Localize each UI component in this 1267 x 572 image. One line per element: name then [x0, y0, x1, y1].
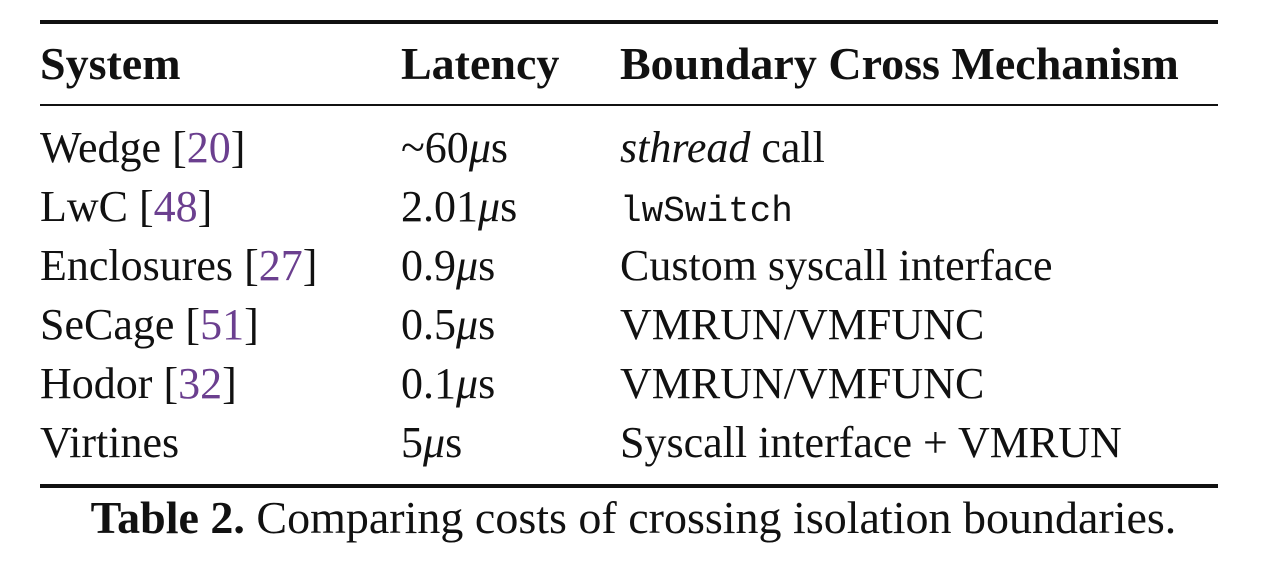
citation-number[interactable]: 20	[186, 123, 231, 172]
latency-value: 5	[401, 418, 423, 467]
header-mechanism: Boundary Cross Mechanism	[620, 38, 1179, 89]
cell-mechanism: Syscall interface + VMRUN	[620, 415, 1122, 471]
latency-unit-s: s	[478, 241, 496, 290]
caption-label: Table 2.	[90, 492, 245, 543]
table-header-row: System Latency Boundary Cross Mechanism	[40, 36, 1218, 96]
mechanism-main: Syscall interface + VMRUN	[620, 418, 1122, 467]
latency-unit-mu: μ	[456, 300, 479, 349]
citation[interactable]: [27]	[244, 241, 318, 290]
system-name: Virtines	[40, 418, 180, 467]
latency-unit-mu: μ	[468, 123, 491, 172]
cell-system: SeCage [51]	[40, 297, 259, 353]
mechanism-main: VMRUN/VMFUNC	[620, 359, 985, 408]
cell-latency: 5μs	[401, 415, 462, 471]
latency-unit-mu: μ	[456, 241, 479, 290]
latency-value: 0.5	[401, 300, 456, 349]
system-name: Wedge	[40, 123, 162, 172]
citation-number[interactable]: 51	[200, 300, 245, 349]
latency-unit-s: s	[478, 300, 496, 349]
table-row: Virtines 5μs Syscall interface + VMRUN	[40, 415, 1218, 474]
latency-unit-mu: μ	[423, 418, 446, 467]
citation[interactable]: [20]	[172, 123, 246, 172]
citation[interactable]: [32]	[163, 359, 237, 408]
table-row: SeCage [51] 0.5μs VMRUN/VMFUNC	[40, 297, 1218, 356]
table-top-rule	[40, 20, 1218, 24]
citation[interactable]: [51]	[185, 300, 259, 349]
latency-unit-mu: μ	[456, 359, 479, 408]
cell-latency: 2.01μs	[401, 179, 517, 235]
cell-mechanism: VMRUN/VMFUNC	[620, 356, 984, 412]
latency-unit-s: s	[478, 359, 496, 408]
latency-value: ~60	[401, 123, 469, 172]
caption-text: Comparing costs of crossing isolation bo…	[244, 492, 1177, 543]
citation-number[interactable]: 32	[178, 359, 223, 408]
cell-system: Virtines	[40, 415, 179, 471]
cell-system: Wedge [20]	[40, 120, 245, 176]
system-name: Enclosures	[40, 241, 234, 290]
mechanism-rest: call	[750, 123, 825, 172]
cell-system: Hodor [32]	[40, 356, 237, 412]
cell-mechanism: Custom syscall interface	[620, 238, 1053, 294]
citation-number[interactable]: 27	[258, 241, 303, 290]
cell-mechanism: sthread call	[620, 120, 825, 176]
cell-latency: ~60μs	[401, 120, 508, 176]
table-row: LwC [48] 2.01μs lwSwitch	[40, 179, 1218, 238]
mechanism-main: lwSwitch	[620, 191, 793, 232]
cell-latency: 0.1μs	[401, 356, 495, 412]
citation[interactable]: [48]	[139, 182, 213, 231]
cell-system: Enclosures [27]	[40, 238, 317, 294]
system-name: SeCage	[40, 300, 175, 349]
table-bottom-rule	[40, 484, 1218, 488]
table-row: Enclosures [27] 0.9μs Custom syscall int…	[40, 238, 1218, 297]
system-name: Hodor	[40, 359, 153, 408]
latency-unit-s: s	[490, 123, 509, 172]
cell-system: LwC [48]	[40, 179, 212, 235]
cell-mechanism: VMRUN/VMFUNC	[620, 297, 984, 353]
table-header-rule	[40, 104, 1218, 106]
mechanism-main: Custom syscall interface	[620, 241, 1053, 290]
latency-unit-s: s	[500, 182, 518, 231]
system-name: LwC	[40, 182, 128, 231]
latency-unit-mu: μ	[478, 182, 501, 231]
citation-number[interactable]: 48	[153, 182, 198, 231]
header-latency: Latency	[401, 38, 560, 89]
header-system: System	[40, 38, 181, 89]
latency-value: 0.9	[401, 241, 456, 290]
cell-mechanism: lwSwitch	[620, 179, 793, 240]
mechanism-main: VMRUN/VMFUNC	[620, 300, 985, 349]
latency-value: 0.1	[401, 359, 456, 408]
latency-unit-s: s	[445, 418, 463, 467]
mechanism-main: sthread	[620, 123, 751, 172]
cell-latency: 0.9μs	[401, 238, 495, 294]
table-row: Hodor [32] 0.1μs VMRUN/VMFUNC	[40, 356, 1218, 415]
latency-value: 2.01	[401, 182, 478, 231]
cell-latency: 0.5μs	[401, 297, 495, 353]
table-caption: Table 2. Comparing costs of crossing iso…	[0, 490, 1267, 546]
table-body: Wedge [20] ~60μs sthread call LwC [48] 2…	[40, 120, 1218, 474]
table-row: Wedge [20] ~60μs sthread call	[40, 120, 1218, 179]
